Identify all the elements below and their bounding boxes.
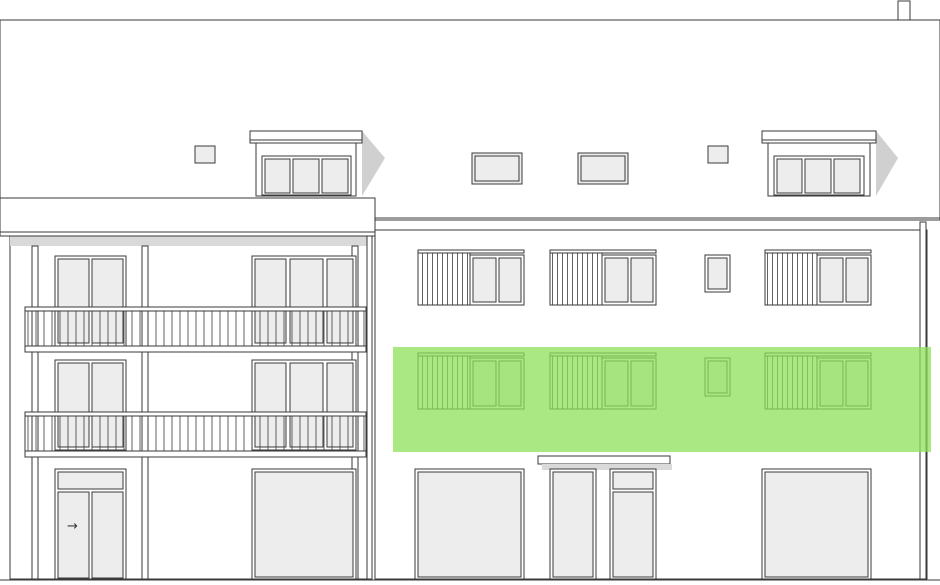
skylight-wide-left bbox=[471, 152, 523, 185]
chimney bbox=[897, 0, 911, 22]
skylight-wide-left-inner bbox=[474, 155, 520, 182]
entrance-arrow-icon: → bbox=[67, 519, 78, 534]
shuttered-window-r2-b bbox=[549, 249, 657, 306]
left-wing-ground-floor bbox=[54, 468, 357, 580]
entrance-canopy bbox=[537, 455, 672, 470]
right-wing-ground-floor bbox=[414, 455, 872, 580]
balcony-upper bbox=[24, 306, 367, 353]
balcony-upper-railing bbox=[24, 310, 367, 350]
dormer-right-roof bbox=[761, 130, 877, 144]
left-wing-cornice-shadow bbox=[10, 236, 372, 246]
shuttered-window-r2-c bbox=[764, 249, 872, 306]
skylight-small-left bbox=[194, 145, 216, 164]
dormer-right bbox=[761, 130, 898, 197]
dormer-left-roof bbox=[249, 130, 363, 144]
floor-highlight-band[interactable] bbox=[393, 347, 931, 452]
skylight-wide-right-inner bbox=[580, 155, 626, 182]
skylight-small-right bbox=[707, 145, 729, 164]
dormer-left-shadow bbox=[362, 131, 385, 196]
small-window-r2 bbox=[704, 254, 731, 293]
skylight-wide-right bbox=[577, 152, 629, 185]
dormer-left bbox=[249, 130, 385, 197]
shuttered-window-r2-a bbox=[417, 249, 525, 306]
skylights bbox=[194, 145, 729, 185]
left-wing-cornice bbox=[0, 197, 376, 237]
balcony-lower bbox=[24, 411, 367, 458]
dormer-right-shadow bbox=[876, 131, 898, 196]
balcony-lower-railing bbox=[24, 415, 367, 455]
left-wing-downpipe bbox=[366, 235, 373, 580]
right-wing-floor-2 bbox=[417, 249, 872, 306]
